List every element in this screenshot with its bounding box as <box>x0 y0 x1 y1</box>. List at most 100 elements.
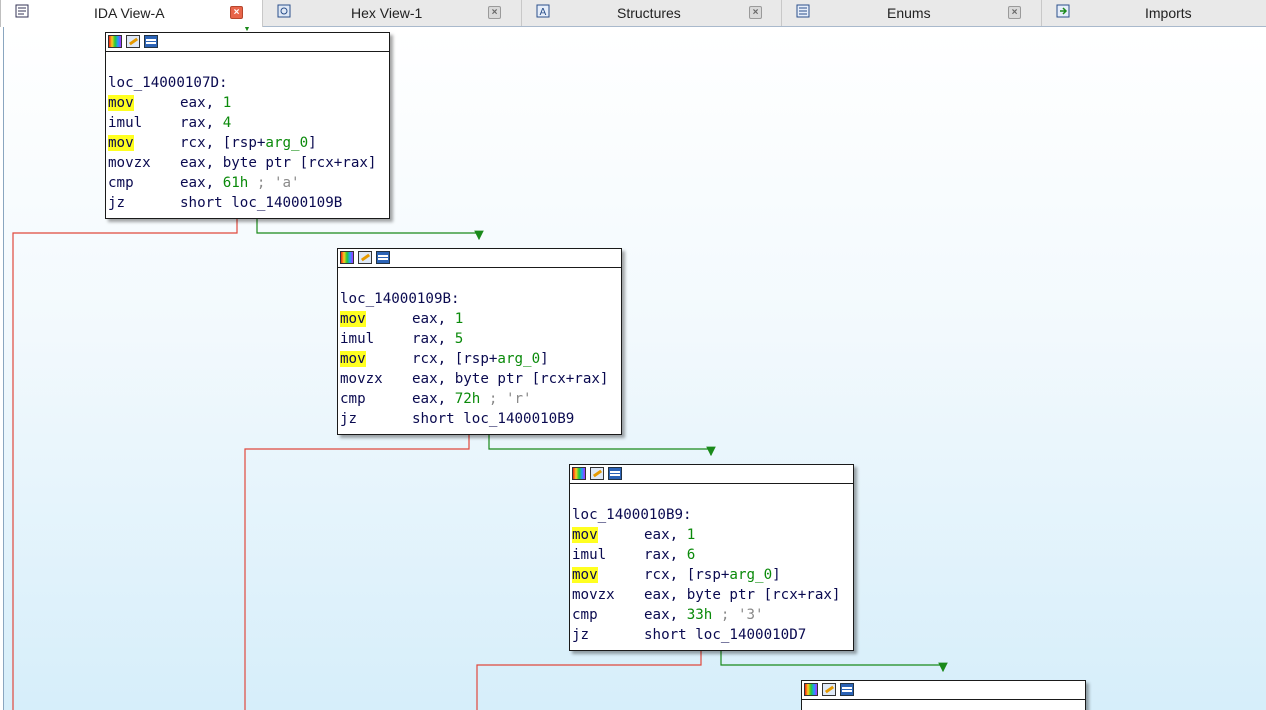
operand: eax, byte ptr [rcx+rax] <box>412 371 609 387</box>
edit-icon[interactable] <box>822 683 836 696</box>
operand: short loc_1400010B9 <box>412 411 575 427</box>
tab-structures[interactable]: A Structures × <box>522 0 782 26</box>
edge-true <box>256 219 484 241</box>
close-icon[interactable]: × <box>488 6 501 19</box>
edit-icon[interactable] <box>590 467 604 480</box>
graph-icon[interactable] <box>376 251 390 264</box>
mnemonic: jz <box>572 627 590 643</box>
color-palette-icon[interactable] <box>340 251 354 264</box>
graph-edges <box>12 27 948 710</box>
instruction-line[interactable]: movzx eax, byte ptr [rcx+rax] <box>572 585 853 605</box>
comment: ; 'a' <box>248 175 300 191</box>
mnemonic: mov <box>572 527 598 543</box>
instruction-line[interactable]: mov eax, 1 <box>572 525 853 545</box>
operand: short loc_14000109B <box>180 195 343 211</box>
operand-number: 1 <box>454 311 464 327</box>
operand: eax, <box>644 527 687 543</box>
graph-icon[interactable] <box>144 35 158 48</box>
mnemonic: movzx <box>340 371 383 387</box>
tab-label: Structures <box>617 5 681 21</box>
operand-number: 72h <box>454 391 481 407</box>
tab-hex-view-1[interactable]: Hex View-1 × <box>263 0 522 26</box>
tab-bar: IDA View-A × Hex View-1 × A Structures ×… <box>0 0 1266 27</box>
mnemonic: cmp <box>340 391 366 407</box>
instruction-line[interactable]: movzx eax, byte ptr [rcx+rax] <box>108 153 389 173</box>
code-label: loc_1400010B9: <box>572 507 692 523</box>
mnemonic: movzx <box>572 587 615 603</box>
edge-false <box>12 219 238 710</box>
tab-label: Hex View-1 <box>351 5 423 21</box>
color-palette-icon[interactable] <box>804 683 818 696</box>
operand: rcx, [rsp+ <box>180 135 266 151</box>
instruction-line[interactable]: jz short loc_14000109B <box>108 193 389 213</box>
instruction-line[interactable]: movzx eax, byte ptr [rcx+rax] <box>340 369 621 389</box>
operand: rax, <box>180 115 223 131</box>
operand-number: 5 <box>454 331 464 347</box>
edge-true <box>720 651 948 673</box>
operand: rax, <box>412 331 455 347</box>
block-header <box>570 465 853 484</box>
block-header <box>802 681 1085 700</box>
mnemonic: mov <box>108 135 134 151</box>
tab-ida-view-a[interactable]: IDA View-A × <box>0 0 263 27</box>
operand-arg: arg_0 <box>265 135 309 151</box>
operand: eax, byte ptr [rcx+rax] <box>180 155 377 171</box>
close-icon[interactable]: × <box>1008 6 1021 19</box>
operand: eax, byte ptr [rcx+rax] <box>644 587 841 603</box>
color-palette-icon[interactable] <box>572 467 586 480</box>
mnemonic: cmp <box>572 607 598 623</box>
instruction-line[interactable]: mov rcx, [rsp+arg_0] <box>108 133 389 153</box>
operand-number: 6 <box>686 547 696 563</box>
operand: ] <box>540 351 549 367</box>
edit-icon[interactable] <box>358 251 372 264</box>
edge-false <box>476 651 702 710</box>
mnemonic: jz <box>108 195 126 211</box>
instruction-line[interactable]: imul rax, 5 <box>340 329 621 349</box>
operand-number: 1 <box>222 95 232 111</box>
hex-view-icon <box>277 4 291 18</box>
edit-icon[interactable] <box>126 35 140 48</box>
graph-icon[interactable] <box>840 683 854 696</box>
tab-imports[interactable]: Imports <box>1042 0 1266 26</box>
mnemonic: cmp <box>108 175 134 191</box>
operand: eax, <box>180 175 223 191</box>
code-label: loc_14000109B: <box>340 291 460 307</box>
close-icon[interactable]: × <box>230 6 243 19</box>
block-header <box>338 249 621 268</box>
tab-label: Imports <box>1145 5 1192 21</box>
code-block[interactable] <box>801 680 1086 710</box>
svg-text:A: A <box>540 7 547 18</box>
operand: rcx, [rsp+ <box>644 567 730 583</box>
mnemonic: movzx <box>108 155 151 171</box>
operand-number: 61h <box>222 175 249 191</box>
instruction-line[interactable]: cmp eax, 61h ; 'a' <box>108 173 389 193</box>
graph-icon[interactable] <box>608 467 622 480</box>
mnemonic: imul <box>340 331 375 347</box>
edge-false <box>244 435 470 710</box>
operand-number: 1 <box>686 527 696 543</box>
tab-label: IDA View-A <box>94 5 165 21</box>
operand: ] <box>308 135 317 151</box>
tab-enums[interactable]: Enums × <box>782 0 1042 26</box>
close-icon[interactable]: × <box>749 6 762 19</box>
color-palette-icon[interactable] <box>108 35 122 48</box>
mnemonic: imul <box>572 547 607 563</box>
mnemonic: mov <box>340 351 366 367</box>
